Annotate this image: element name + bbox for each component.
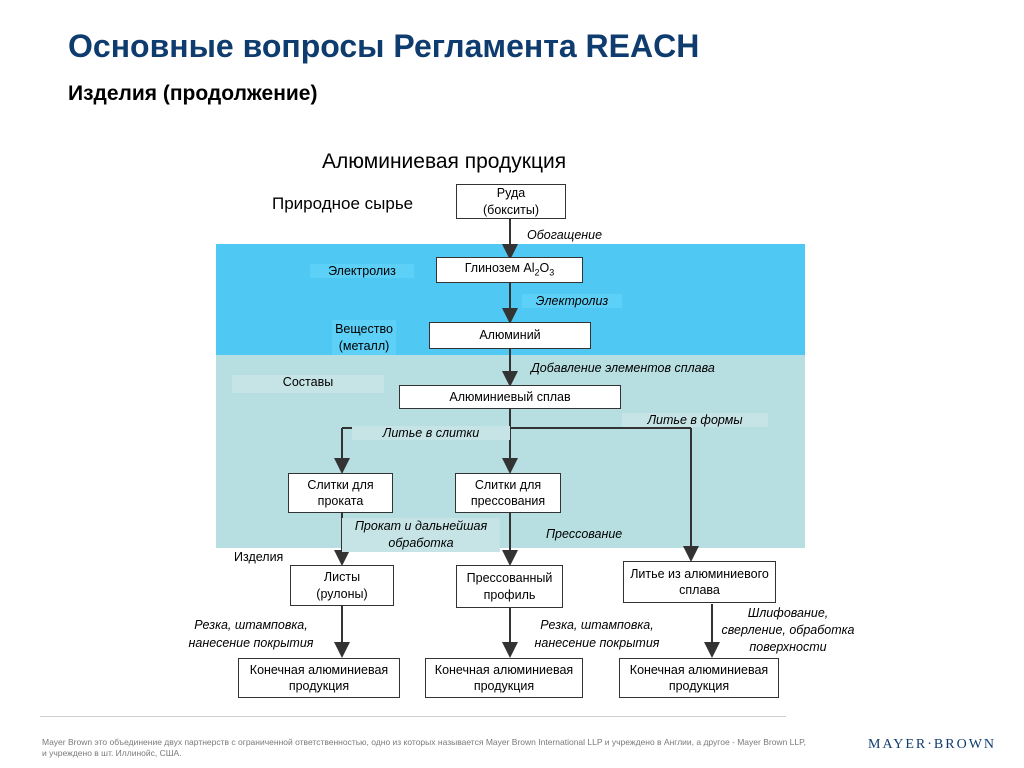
footer-disclaimer: Mayer Brown это объединение двух партнер… [42, 737, 807, 759]
cutting-left-label: Резка, штамповка,нанесение покрытия [188, 618, 314, 651]
cutting-mid-label: Резка, штамповка,нанесение покрытия [534, 618, 660, 651]
electrolysis-zone-label: Электролиз [310, 264, 414, 278]
substance-zone-label: Вещество(металл) [332, 320, 396, 355]
electrolysis-step-label: Электролиз [522, 294, 622, 308]
sheets-box: Листы(рулоны) [290, 565, 394, 606]
footer-divider [40, 716, 786, 717]
compositions-zone-label: Составы [232, 375, 384, 393]
articles-zone-label: Изделия [234, 550, 284, 564]
diagram-heading: Алюминиевая продукция [322, 150, 567, 173]
alloy-box: Алюминиевый сплав [399, 385, 621, 409]
page-title: Основные вопросы Регламента REACH [68, 28, 700, 64]
alumina-box: Глинозем Al2O3 [436, 257, 583, 283]
casting-forms-label: Литье в формы [622, 413, 768, 427]
casting-ingots-label: Литье в слитки [352, 426, 510, 440]
ore-box: Руда(бокситы) [456, 184, 566, 219]
enrichment-label: Обогащение [527, 228, 603, 242]
aluminium-box: Алюминий [429, 322, 591, 349]
pressing-label: Прессование [546, 527, 623, 541]
natural-raw-label: Природное сырье [272, 194, 414, 213]
page-subtitle: Изделия (продолжение) [68, 82, 318, 105]
alloying-label: Добавление элементов сплава [531, 361, 715, 375]
mayer-brown-logo: MAYER·BROWN [868, 737, 997, 752]
